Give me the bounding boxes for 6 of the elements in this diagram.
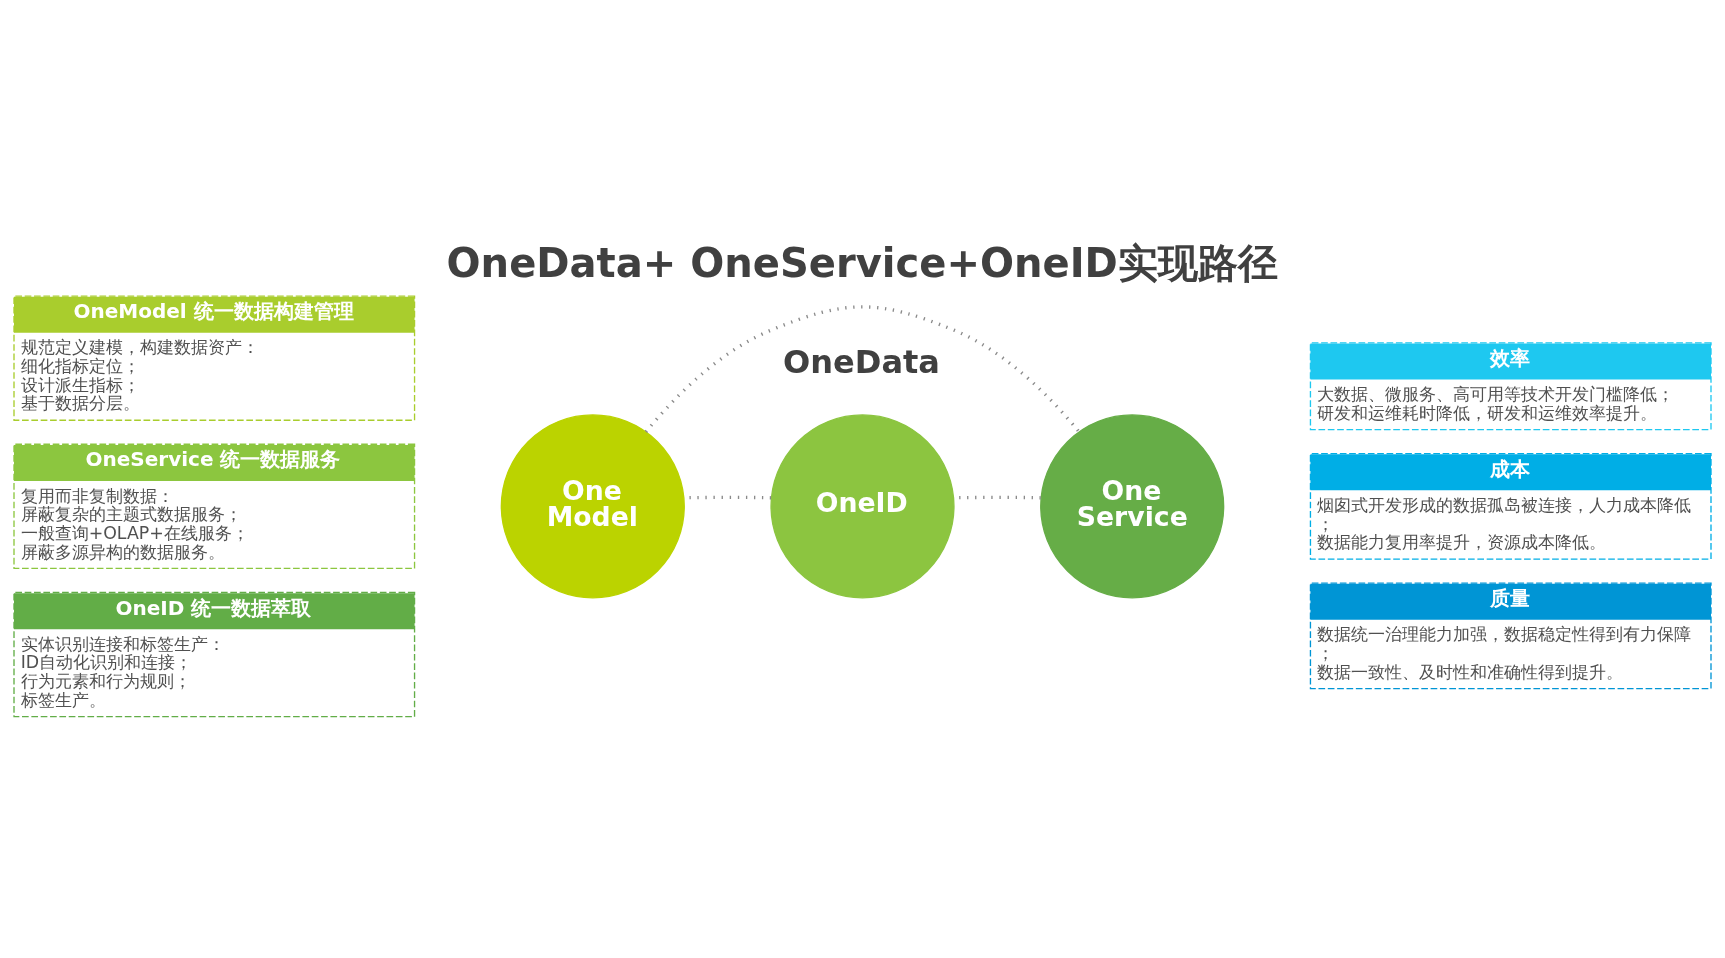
node-circle: One Model [500, 414, 685, 599]
label: OneData [783, 343, 940, 382]
diagram-title: OneData+ OneService+OneID实现路径 [446, 240, 1278, 287]
node-circle: OneID [770, 414, 955, 599]
node-circle: One Service [1040, 414, 1225, 599]
connector [644, 305, 1081, 433]
